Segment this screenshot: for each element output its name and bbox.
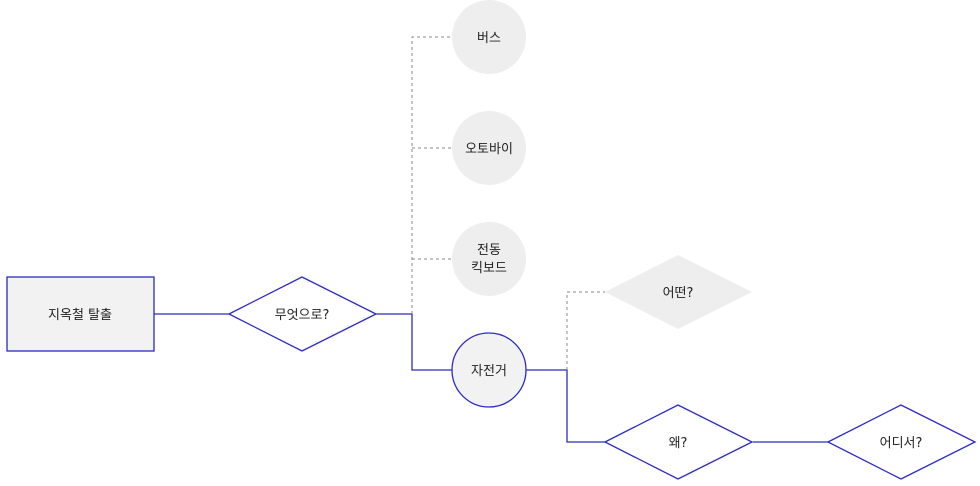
node-which[interactable]: 어떤?	[605, 255, 752, 329]
node-start[interactable]: 지옥철 탈출	[6, 276, 155, 352]
node-bus-label: 버스	[477, 31, 501, 46]
node-kickboard[interactable]: 전동 킥보드	[452, 222, 526, 296]
node-where[interactable]: 어디서?	[826, 404, 977, 480]
connector-what-bus	[411, 36, 453, 314]
node-why-label: 왜?	[669, 436, 688, 451]
node-kickboard-label-line2: 킥보드	[471, 261, 507, 276]
node-motorbike[interactable]: 오토바이	[452, 111, 526, 185]
node-motorbike-label: 오토바이	[465, 142, 513, 157]
node-bus[interactable]: 버스	[452, 0, 526, 74]
node-bicycle-label: 자전거	[471, 364, 507, 379]
node-bicycle[interactable]: 자전거	[451, 332, 527, 408]
node-kickboard-label-line1: 전동	[477, 243, 501, 258]
node-which-label: 어떤?	[663, 286, 694, 301]
connector-what-bicycle	[376, 313, 453, 371]
node-what-label: 무엇으로?	[275, 308, 330, 323]
connector-bicycle-which	[566, 291, 605, 370]
node-where-label: 어디서?	[880, 436, 923, 451]
node-why[interactable]: 왜?	[603, 404, 754, 480]
node-what[interactable]: 무엇으로?	[227, 276, 378, 352]
connector-bicycle-why	[526, 369, 605, 443]
node-start-label: 지옥철 탈출	[48, 308, 112, 323]
